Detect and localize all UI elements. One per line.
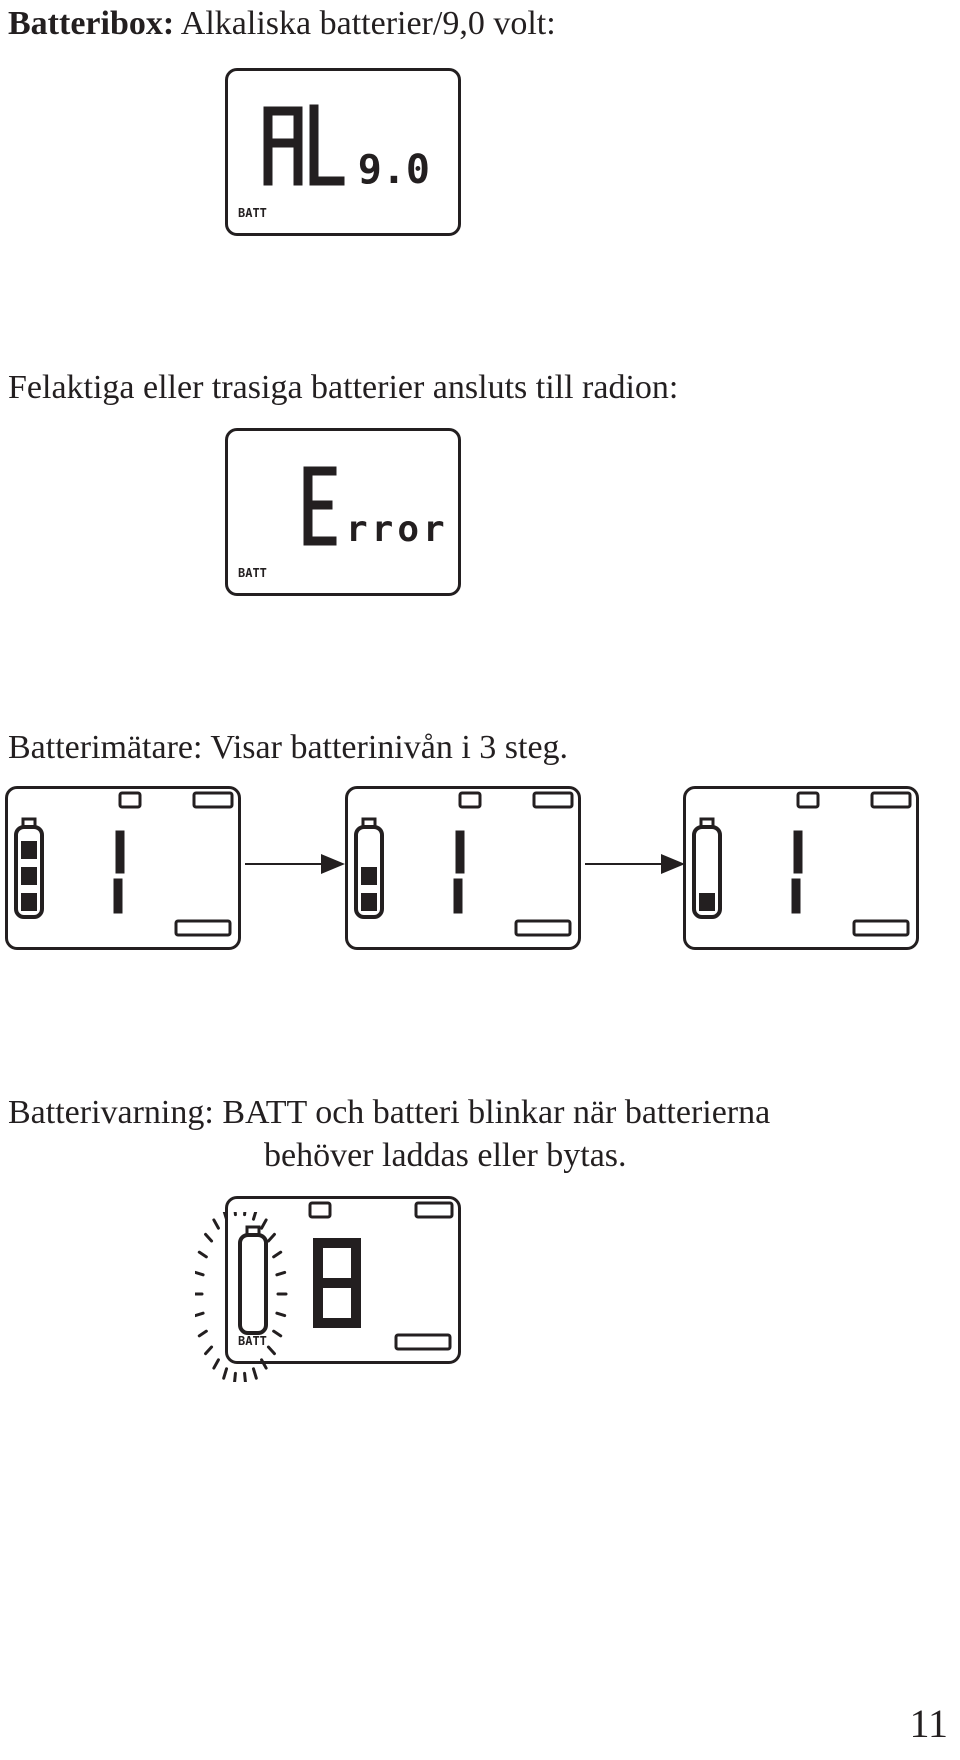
lcd-voltage-readout: 9.0 xyxy=(358,147,430,193)
blink-rays-icon xyxy=(195,1212,288,1382)
lcd-alkaline-display: AL 9.0 BATT xyxy=(225,68,461,236)
page-number: 11 xyxy=(909,1701,948,1746)
battery-level-segment xyxy=(699,893,715,911)
lcd-meter-panel xyxy=(683,786,919,950)
lcd-batt-label: BATT xyxy=(238,566,267,580)
arrow-right-icon xyxy=(245,854,345,874)
heading-batteribox: Batteribox: Alkaliska batterier/9,0 volt… xyxy=(8,4,556,44)
lcd-meter-panel xyxy=(345,786,581,950)
lcd-error-display: rror BATT xyxy=(225,428,461,596)
lcd-batt-label: BATT xyxy=(238,206,267,220)
heading-warning-line1: Batterivarning: BATT och batteri blinkar… xyxy=(8,1094,771,1131)
lcd-error-text: rror xyxy=(346,509,449,550)
battery-level-segment xyxy=(21,893,37,911)
arrow-right-icon xyxy=(585,854,685,874)
heading-meter: Batterimätare: Visar batterinivån i 3 st… xyxy=(8,729,569,766)
battery-level-segment xyxy=(21,867,37,885)
lcd-batt-label: BATT xyxy=(238,1334,267,1348)
heading-error: Felaktiga eller trasiga batterier anslut… xyxy=(8,369,679,406)
battery-level-segment xyxy=(361,893,377,911)
heading-batteribox-rest: Alkaliska batterier/9,0 volt: xyxy=(174,5,556,42)
heading-warning-line2: behöver laddas eller bytas. xyxy=(264,1137,627,1174)
battery-level-segment xyxy=(361,867,377,885)
heading-batteribox-bold: Batteribox: xyxy=(8,5,175,42)
battery-level-segment xyxy=(21,841,37,859)
lcd-meter-panel xyxy=(5,786,241,950)
